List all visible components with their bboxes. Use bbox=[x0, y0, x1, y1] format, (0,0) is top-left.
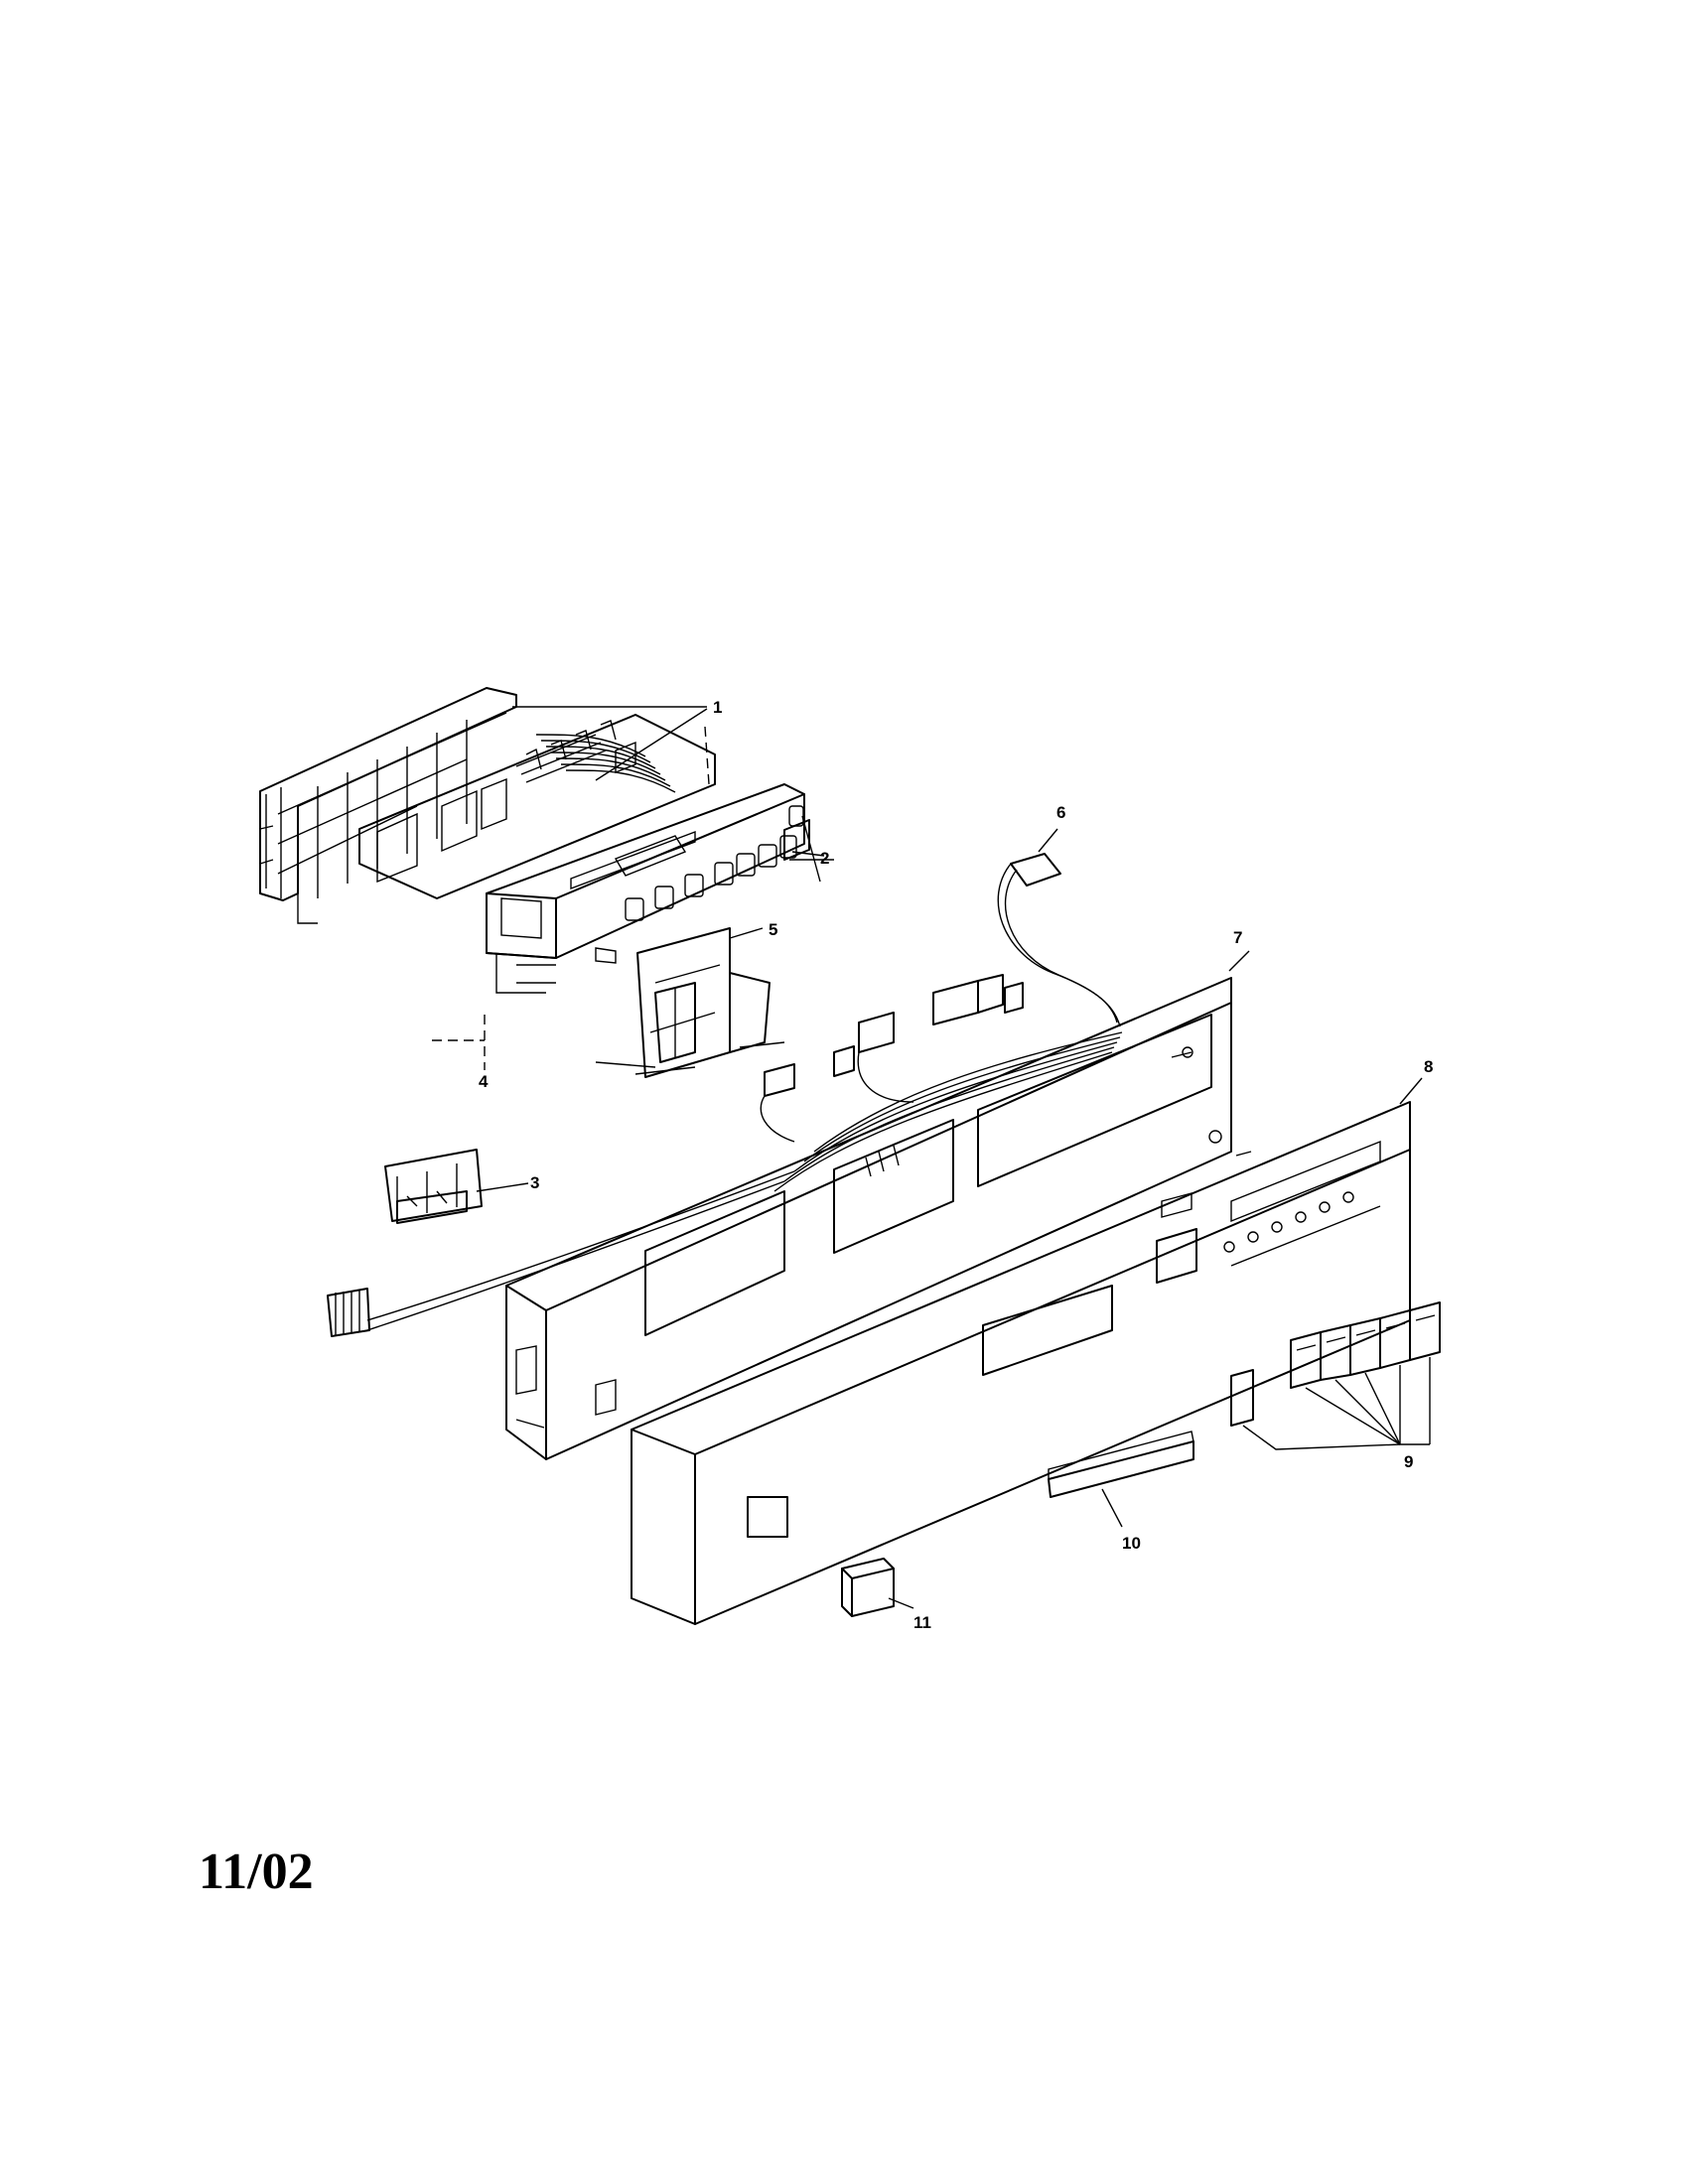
callout-5: 5 bbox=[769, 920, 777, 939]
control-module-assembly bbox=[259, 687, 805, 994]
front-panel-indicator-lights bbox=[1223, 1191, 1354, 1253]
callout-1: 1 bbox=[713, 698, 722, 717]
callout-11: 11 bbox=[913, 1613, 931, 1632]
part-2-clip bbox=[783, 815, 834, 883]
callout-3: 3 bbox=[530, 1173, 539, 1192]
part-7-inner-panel bbox=[505, 950, 1250, 1460]
part-11-cap bbox=[841, 1558, 914, 1617]
part-5-bracket bbox=[595, 927, 785, 1078]
callout-4: 4 bbox=[479, 1072, 489, 1091]
callout-labels: 1 2 3 4 5 6 7 8 9 10 11 bbox=[479, 698, 1433, 1632]
part-3-sensor-board bbox=[384, 1149, 529, 1224]
callout-7: 7 bbox=[1233, 928, 1242, 947]
part-4-leader bbox=[432, 1015, 486, 1070]
part-6-wire-harness bbox=[327, 828, 1123, 1337]
callout-9: 9 bbox=[1404, 1452, 1413, 1471]
callout-8: 8 bbox=[1424, 1057, 1433, 1076]
callout-10: 10 bbox=[1122, 1534, 1141, 1553]
date-code: 11/02 bbox=[199, 1843, 314, 1900]
harness-connectors bbox=[760, 974, 1024, 1143]
part-8-front-panel bbox=[631, 1077, 1423, 1625]
part-9-push-buttons bbox=[1230, 1301, 1441, 1450]
module-button-row bbox=[625, 805, 804, 921]
callout-2: 2 bbox=[820, 849, 829, 868]
part-10-display-lens bbox=[1048, 1431, 1194, 1528]
callout-6: 6 bbox=[1056, 803, 1065, 822]
